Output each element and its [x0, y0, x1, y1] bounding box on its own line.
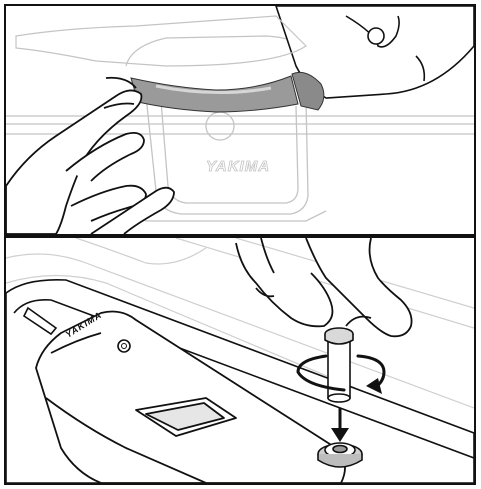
- threaded-insert: [317, 442, 363, 468]
- rubber-pad-right: [291, 71, 325, 111]
- upper-bracket: [275, 6, 474, 99]
- faded-hand: [75, 238, 207, 265]
- rotate-arrow-icon: [296, 354, 386, 394]
- left-hand: [6, 76, 175, 234]
- tower-brand-label: YAKIMA: [206, 158, 270, 175]
- bottom-illustration: YAKIMA: [6, 238, 474, 483]
- top-illustration: YAKIMA: [6, 6, 474, 234]
- tower-foot: [35, 310, 346, 483]
- top-illustration-panel: YAKIMA: [4, 4, 476, 236]
- bottom-illustration-panel: YAKIMA: [4, 236, 476, 485]
- bolt: [324, 327, 354, 403]
- upper-body-faded: [15, 15, 307, 67]
- rubber-pad: [130, 75, 299, 113]
- roof-bar-faded: [6, 238, 474, 439]
- down-arrow-icon: [331, 408, 349, 442]
- right-hand: [235, 238, 413, 338]
